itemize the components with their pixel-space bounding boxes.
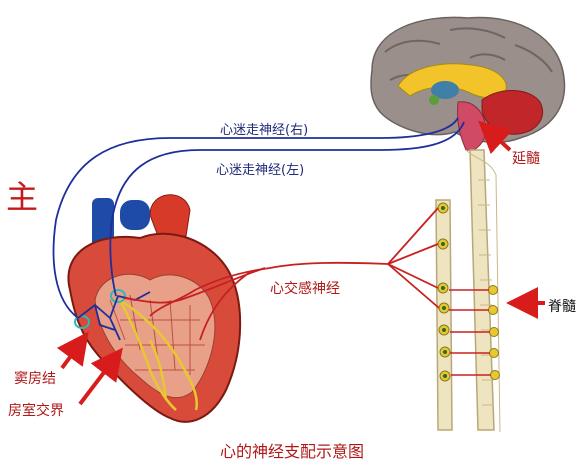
medulla-arrow <box>478 120 513 155</box>
av-junction-arrow <box>78 347 123 406</box>
diagram-caption: 心的神经支配示意图 <box>220 442 365 461</box>
brain-illustration <box>370 16 566 151</box>
label-spinal-cord: 脊髓 <box>548 299 576 315</box>
label-av-junction: 房室交界 <box>8 403 64 419</box>
sympathetic-nerves <box>123 207 440 341</box>
label-sinoatrial-node: 窦房结 <box>14 371 56 387</box>
label-sympathetic: 心交感神经 <box>270 281 340 297</box>
handwritten-note: 主 <box>6 178 39 216</box>
label-vagus-right: 心迷走神经(右) <box>220 123 309 138</box>
sinoatrial-arrow <box>56 331 89 370</box>
heart-illustration <box>67 194 242 423</box>
vagus-nerves <box>52 117 465 341</box>
annotation-arrows <box>56 120 545 406</box>
label-vagus-left: 心迷走神经(左) <box>216 163 305 178</box>
label-medulla: 延髓 <box>512 151 540 167</box>
sympathetic-chain <box>435 199 500 431</box>
